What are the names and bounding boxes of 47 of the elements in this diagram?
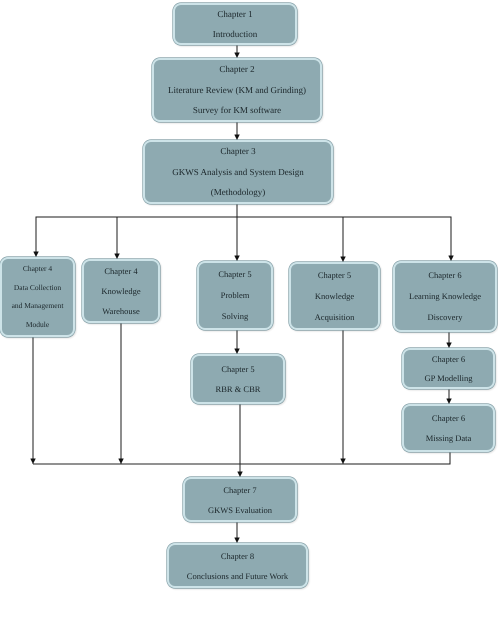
chapter-label: Chapter 1 [217,8,253,21]
arrow [234,522,240,544]
process-box [167,543,308,588]
chapter-title: Knowledge Warehouse [100,285,142,318]
chapter-title: GP Modelling [424,372,473,385]
arrow [118,322,124,464]
process-box [152,58,322,122]
process-box [191,354,285,404]
process-box [402,348,495,389]
chapter-title: Learning Knowledge Discovery [408,290,482,324]
process-box [393,261,497,332]
chapter-label: Chapter 4 [104,265,138,278]
arrow [446,388,452,404]
chapter-label: Chapter 6 [428,269,462,282]
chapter-title: Problem Solving [220,289,250,323]
arrow [234,44,240,58]
process-box [173,3,297,45]
chapter-label: Chapter 7 [223,484,257,497]
chapter-title: Knowledge Acquisition [314,290,356,324]
chapter-title: Introduction [212,28,258,41]
process-box [82,259,160,323]
arrow [234,330,240,354]
arrow [234,122,240,140]
chapter-label: Chapter 5 [221,363,255,376]
chapter-label: Chapter 6 [432,412,466,425]
process-box [289,262,380,330]
chapter-title: GKWS Evaluation [208,504,272,516]
chapter-title: Literature Review (KM and Grinding) [168,84,306,97]
arrow [446,332,452,348]
chapter-title: RBR & CBR [216,383,260,396]
chapter-title: Conclusions and Future Work [186,570,288,582]
chapter-label: Chapter 5 [318,268,352,282]
arrow [236,204,454,262]
arrow [340,330,346,464]
process-box [143,140,333,204]
chapter-label: Chapter 3 [220,145,256,158]
chapter-title: Missing Data [426,432,472,445]
process-box [0,257,75,337]
chapter-label: Chapter 6 [432,352,466,366]
process-box [183,477,297,522]
chapter-label: Chapter 2 [219,63,255,76]
chapter-label: Chapter 5 [218,268,252,281]
chapter-title: GKWS Analysis and System Design (Methodology) [171,166,305,200]
process-box [197,261,273,330]
chapter-label: Chapter 8 [220,550,254,563]
process-box [402,404,495,452]
chapter-title: Survey for KM software [192,104,282,118]
